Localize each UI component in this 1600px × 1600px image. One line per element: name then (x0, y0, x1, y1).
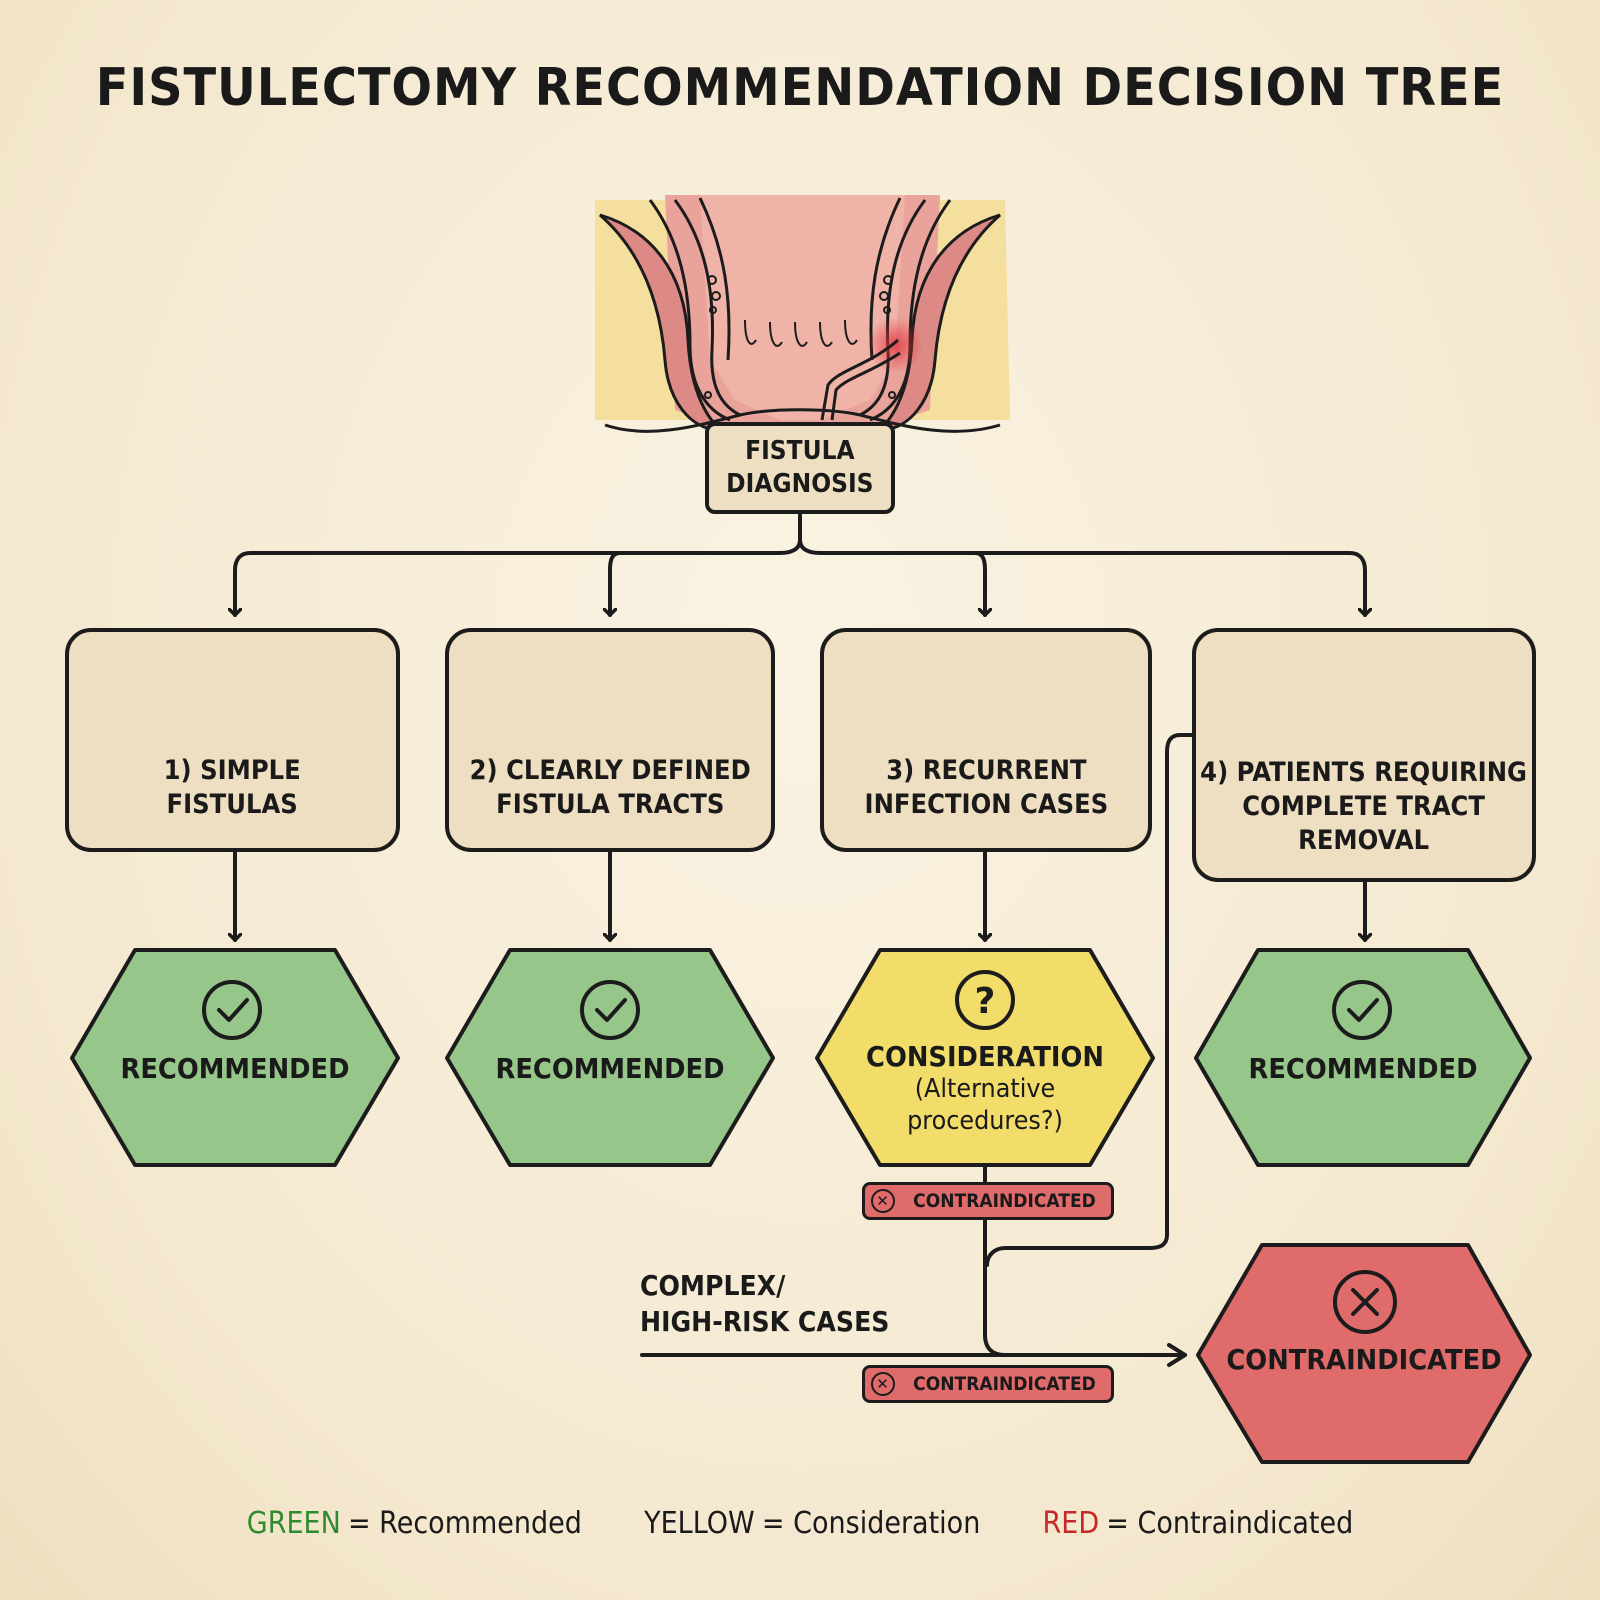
x-circle-icon: ✕ (870, 1189, 895, 1213)
legend-yellow-value: = Consideration (761, 1506, 981, 1541)
fistula-diagnosis-node[interactable]: FISTULA DIAGNOSIS (705, 422, 895, 514)
category-recurrent-infection[interactable]: 3) RECURRENT INFECTION CASES (820, 628, 1152, 852)
outcome-hexagon-1 (70, 948, 400, 1167)
category-label: 4) PATIENTS REQUIRING COMPLETE TRACT REM… (1200, 757, 1528, 856)
root-connectors (235, 512, 1365, 617)
category-simple-fistulas[interactable]: 1) SIMPLE FISTULAS (65, 628, 400, 852)
category-label: 3) RECURRENT INFECTION CASES (864, 755, 1108, 820)
anorectal-anatomy-illustration (595, 195, 1010, 440)
category-label: 2) CLEARLY DEFINED FISTULA TRACTS (469, 755, 751, 820)
legend-red-key: RED (1042, 1506, 1100, 1541)
contraindicated-badge-1: ✕ CONTRAINDICATED (862, 1182, 1114, 1220)
check-circle-icon (1332, 980, 1392, 1040)
legend-green-key: GREEN (246, 1506, 341, 1541)
legend-yellow-key: YELLOW (644, 1506, 755, 1541)
outcome-hexagon-2 (445, 948, 775, 1167)
outcome-2[interactable]: RECOMMENDED (495, 1052, 725, 1085)
contraindicated-badge-2: ✕ CONTRAINDICATED (862, 1365, 1114, 1403)
contraindicated-hexagon (1196, 1243, 1532, 1464)
x-circle-icon: ✕ (870, 1372, 895, 1396)
category-clearly-defined-tracts[interactable]: 2) CLEARLY DEFINED FISTULA TRACTS (445, 628, 775, 852)
outcome-connectors (235, 850, 1365, 942)
outcome-3[interactable]: CONSIDERATION (Alternative procedures?) (866, 1040, 1104, 1136)
legend-green-value: = Recommended (347, 1506, 582, 1541)
check-circle-icon (580, 980, 640, 1040)
category-label: 1) SIMPLE FISTULAS (163, 755, 302, 820)
outcome-hexagon-4 (1194, 948, 1532, 1167)
contraindicated-connectors (640, 733, 1194, 1367)
x-circle-icon (1333, 1270, 1397, 1334)
contraindicated-outcome[interactable]: CONTRAINDICATED (1226, 1343, 1502, 1376)
svg-text:?: ? (975, 981, 996, 1022)
outcome-hexagon-3 (815, 948, 1155, 1167)
complex-high-risk-label: COMPLEX/ HIGH-RISK CASES (640, 1269, 890, 1338)
fistula-diagnosis-label: FISTULA DIAGNOSIS (726, 436, 874, 499)
color-legend: GREEN= Recommended YELLOW= Consideration… (80, 1506, 1520, 1541)
outcome-4[interactable]: RECOMMENDED (1248, 1052, 1478, 1085)
question-circle-icon: ? (955, 970, 1015, 1030)
page-title: FISTULECTOMY RECOMMENDATION DECISION TRE… (95, 58, 1505, 118)
check-circle-icon (202, 980, 262, 1040)
legend-red-value: = Contraindicated (1106, 1506, 1354, 1541)
category-complete-tract-removal[interactable]: 4) PATIENTS REQUIRING COMPLETE TRACT REM… (1192, 628, 1536, 882)
outcome-1[interactable]: RECOMMENDED (120, 1052, 350, 1085)
